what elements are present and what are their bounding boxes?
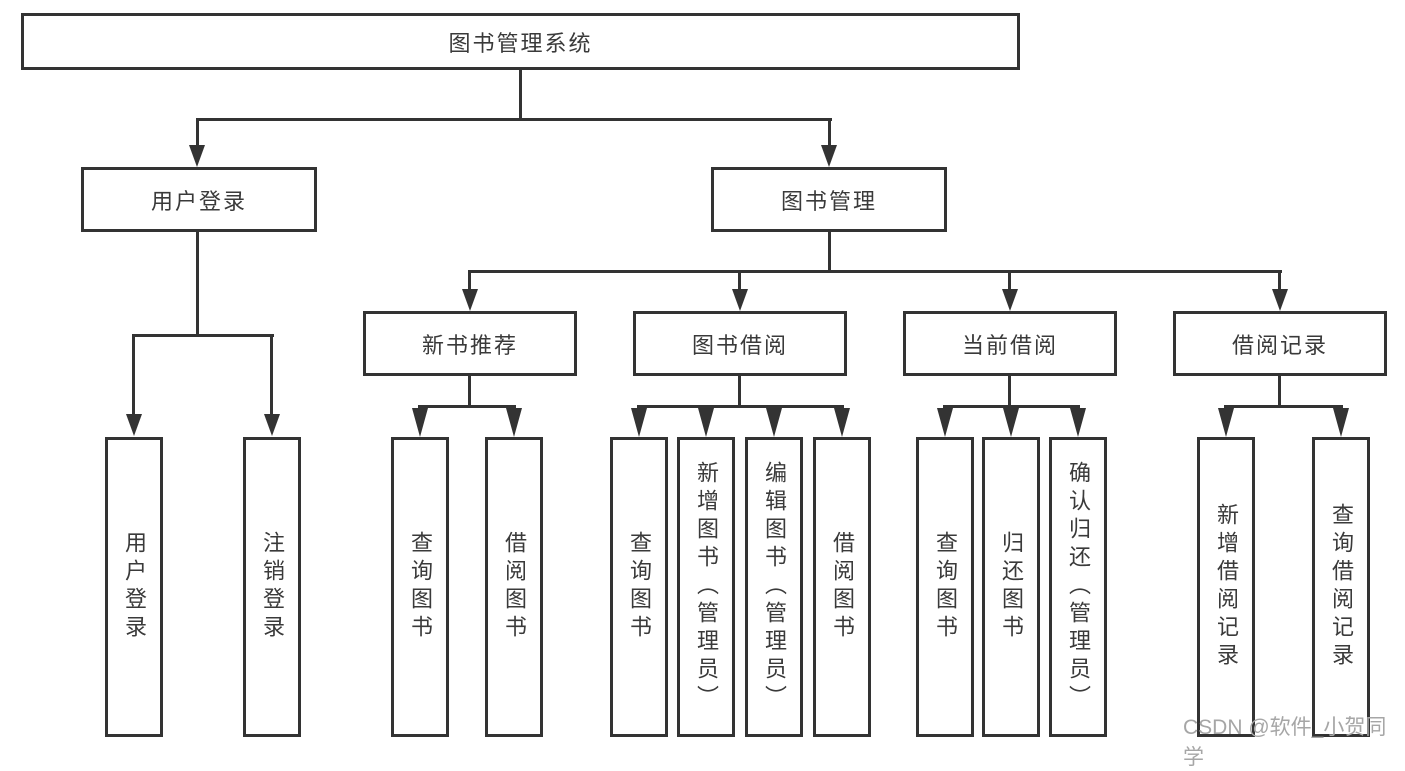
leaf-query-books-current: 查询图书 (916, 437, 974, 737)
arrow-down-icon (732, 289, 748, 311)
connector-bar (943, 405, 1080, 408)
leaf-return-books: 归还图书 (982, 437, 1040, 737)
connector-bar (132, 334, 274, 337)
leaf-edit-books-admin: 编辑图书（管理员） (745, 437, 803, 737)
leaf-label: 注销登录 (260, 531, 285, 643)
node-label: 当前借阅 (961, 332, 1058, 358)
connector-stem (196, 232, 199, 337)
arrow-down-icon (462, 289, 478, 311)
arrow-down-icon (189, 145, 205, 167)
connector-stem (196, 118, 199, 148)
arrow-down-icon (264, 414, 280, 436)
arrow-down-icon (821, 145, 837, 167)
connector-stem (468, 270, 471, 291)
arrow-down-icon (1070, 408, 1086, 437)
node-current-borrowing: 当前借阅 (903, 311, 1117, 376)
leaf-add-books-admin: 新增图书（管理员） (677, 437, 735, 737)
leaf-query-books-recommend: 查询图书 (391, 437, 449, 737)
connector-stem (1008, 270, 1011, 291)
connector-bar (637, 405, 844, 408)
leaf-borrow-books-recommend: 借阅图书 (485, 437, 543, 737)
arrow-down-icon (126, 414, 142, 436)
arrow-down-icon (1333, 408, 1349, 437)
connector-stem (468, 376, 471, 407)
leaf-borrow-books: 借阅图书 (813, 437, 871, 737)
leaf-label: 新增借阅记录 (1214, 503, 1239, 671)
connector-stem (1278, 376, 1281, 407)
node-label: 图书管理系统 (448, 30, 593, 56)
connector-stem (1278, 270, 1281, 291)
node-label: 图书管理 (780, 188, 877, 214)
connector-stem (828, 118, 831, 148)
node-new-book-recommendation: 新书推荐 (363, 311, 577, 376)
node-label: 图书借阅 (691, 332, 788, 358)
connector-level2-bar (196, 118, 832, 121)
leaf-label: 查询图书 (408, 531, 433, 643)
arrow-down-icon (506, 408, 522, 437)
arrow-down-icon (766, 408, 782, 437)
arrow-down-icon (1002, 289, 1018, 311)
leaf-add-borrow-record: 新增借阅记录 (1197, 437, 1255, 737)
leaf-label: 归还图书 (999, 531, 1024, 643)
leaf-label: 查询借阅记录 (1329, 503, 1354, 671)
leaf-label: 编辑图书（管理员） (762, 461, 787, 713)
node-user-login: 用户登录 (81, 167, 317, 232)
arrow-down-icon (1272, 289, 1288, 311)
node-borrowing-records: 借阅记录 (1173, 311, 1387, 376)
node-book-management: 图书管理 (711, 167, 947, 232)
leaf-label: 借阅图书 (830, 531, 855, 643)
arrow-down-icon (412, 408, 428, 437)
connector-stem (270, 334, 273, 414)
connector-stem (1008, 376, 1011, 407)
arrow-down-icon (937, 408, 953, 437)
leaf-label: 查询图书 (627, 531, 652, 643)
connector-level3-bar (468, 270, 1282, 273)
arrow-down-icon (834, 408, 850, 437)
arrow-down-icon (698, 408, 714, 437)
leaf-label: 确认归还（管理员） (1066, 461, 1091, 713)
connector-stem (132, 334, 135, 414)
connector-stem (828, 232, 831, 273)
connector-bar (1224, 405, 1343, 408)
leaf-query-books-borrow: 查询图书 (610, 437, 668, 737)
arrow-down-icon (1218, 408, 1234, 437)
connector-bar (418, 405, 516, 408)
node-label: 用户登录 (150, 188, 247, 214)
connector-stem (738, 376, 741, 407)
leaf-logout: 注销登录 (243, 437, 301, 737)
connector-stem (738, 270, 741, 291)
diagram-canvas: 图书管理系统 用户登录 图书管理 新书推荐 图书借阅 当前借阅 借阅记录 (21, 13, 1387, 769)
node-label: 新书推荐 (421, 332, 518, 358)
leaf-label: 新增图书（管理员） (694, 461, 719, 713)
node-library-management-system: 图书管理系统 (21, 13, 1020, 70)
leaf-label: 用户登录 (122, 531, 147, 643)
leaf-label: 查询图书 (933, 531, 958, 643)
arrow-down-icon (1003, 408, 1019, 437)
node-book-borrowing: 图书借阅 (633, 311, 847, 376)
leaf-label: 借阅图书 (502, 531, 527, 643)
leaf-user-login: 用户登录 (105, 437, 163, 737)
leaf-query-borrow-record: 查询借阅记录 (1312, 437, 1370, 737)
arrow-down-icon (631, 408, 647, 437)
csdn-watermark: CSDN @软件_小贺同学 (1183, 716, 1387, 769)
connector-root-stem (519, 70, 522, 121)
node-label: 借阅记录 (1231, 332, 1328, 358)
leaf-confirm-return-admin: 确认归还（管理员） (1049, 437, 1107, 737)
